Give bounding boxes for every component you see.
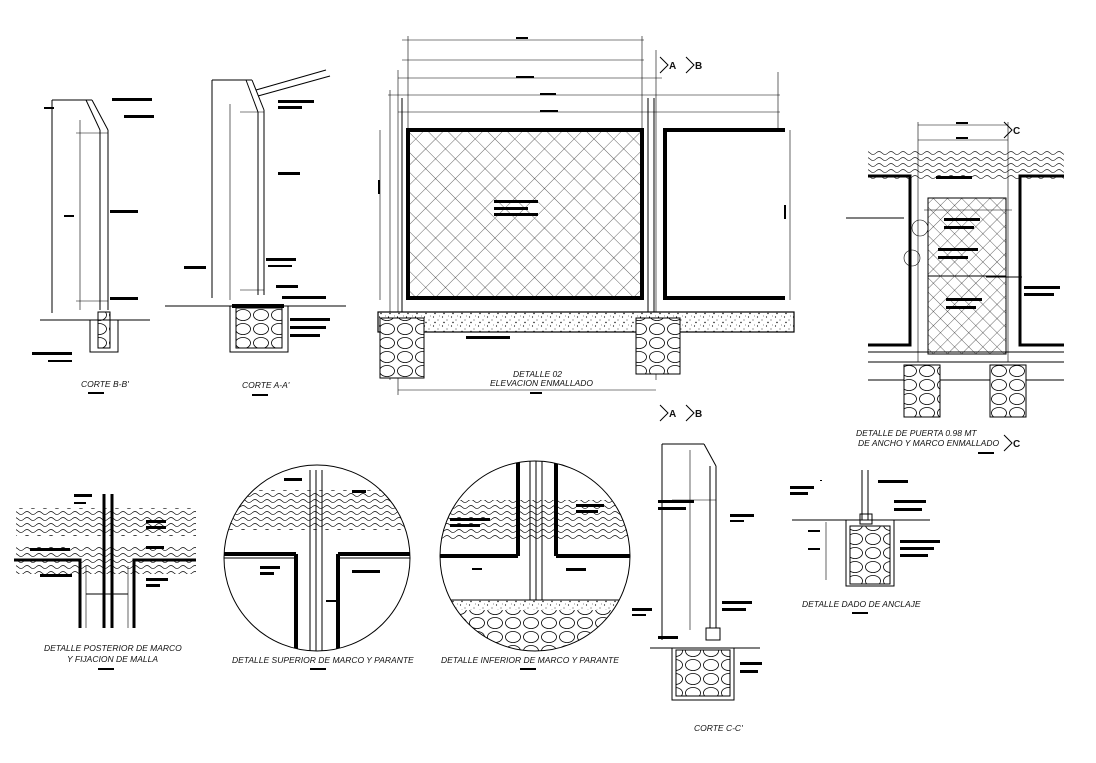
puerta-title-2: DE ANCHO Y MARCO ENMALLADO	[858, 438, 999, 448]
detalle-superior: DETALLE SUPERIOR DE MARCO Y PARANTE	[223, 464, 414, 670]
detalle-posterior: DETALLE POSTERIOR DE MARCO Y FIJACION DE…	[14, 494, 196, 670]
section-marker-c-bottom: C	[1013, 439, 1020, 450]
posterior-title-2: Y FIJACION DE MALLA	[67, 654, 158, 664]
section-marker-c-top: C	[1013, 126, 1020, 137]
corte-aa-title: CORTE A-A'	[242, 380, 290, 390]
corte-aa-section: CORTE A-A'	[165, 69, 346, 396]
detalle-inferior: DETALLE INFERIOR DE MARCO Y PARANTE	[439, 460, 631, 670]
detalle-02-title-2: ELEVACION ENMALLADO	[490, 378, 593, 388]
detalle-dado-anclaje: DETALLE DADO DE ANCLAJE	[790, 470, 940, 614]
section-marker-a-bottom: A	[669, 409, 676, 420]
inferior-title: DETALLE INFERIOR DE MARCO Y PARANTE	[441, 655, 619, 665]
detalle-02-elevation: DETALLE 02 ELEVACION ENMALLADO A B A B	[377, 36, 795, 422]
posterior-title-1: DETALLE POSTERIOR DE MARCO	[44, 643, 182, 653]
corte-cc-section: CORTE C-C'	[632, 443, 762, 733]
superior-title: DETALLE SUPERIOR DE MARCO Y PARANTE	[232, 655, 414, 665]
puerta-title-1: DETALLE DE PUERTA 0.98 MT	[856, 428, 977, 438]
detalle-02-title-1: DETALLE 02	[513, 369, 562, 379]
section-marker-a-top: A	[669, 61, 676, 72]
dado-title: DETALLE DADO DE ANCLAJE	[802, 599, 921, 609]
corte-cc-title: CORTE C-C'	[694, 723, 743, 733]
corte-bb-title: CORTE B-B'	[81, 379, 129, 389]
corte-bb-section: CORTE B-B'	[32, 98, 154, 394]
section-marker-b-bottom: B	[695, 409, 702, 420]
section-marker-b-top: B	[695, 61, 702, 72]
detalle-puerta: C C DETALLE DE PUERTA 0.98 MT DE ANCHO Y…	[846, 121, 1064, 454]
